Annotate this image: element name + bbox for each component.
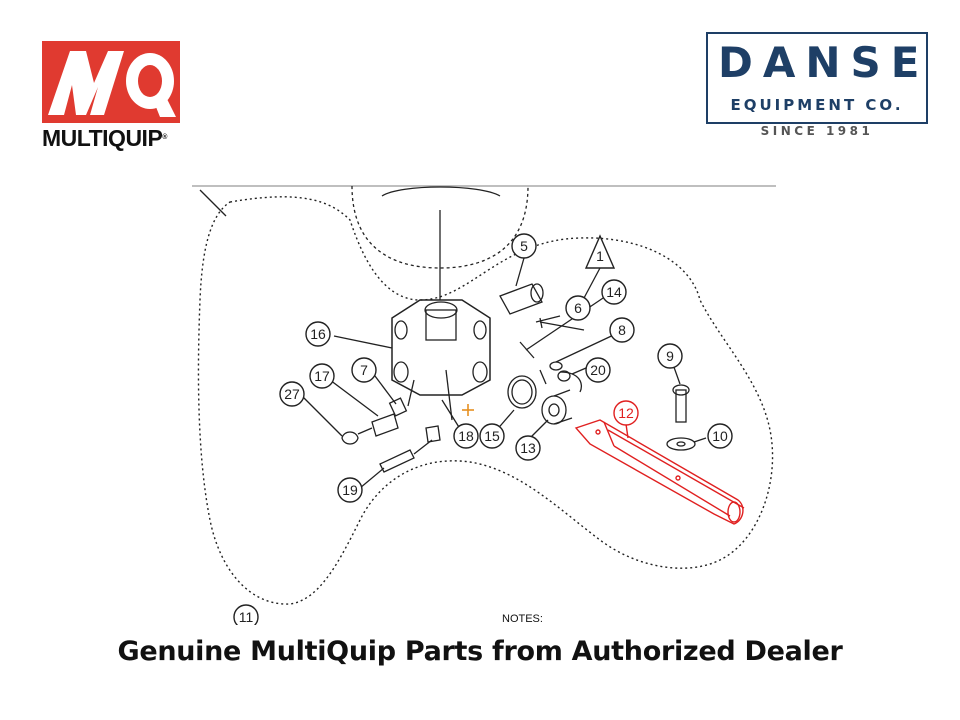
callout-6: 6 — [565, 295, 591, 321]
callout-label: 27 — [284, 386, 300, 402]
callout-16: 16 — [305, 321, 331, 347]
callout-label: 13 — [520, 440, 536, 456]
callout-circle — [351, 357, 377, 383]
callout-circle — [279, 381, 305, 407]
callout-9: 9 — [657, 343, 683, 369]
callout-10: 10 — [707, 423, 733, 449]
callout-circle — [657, 343, 683, 369]
callout-circle — [601, 279, 627, 305]
callout-label: 12 — [618, 405, 634, 421]
callout-8: 8 — [609, 317, 635, 343]
position-marker — [462, 404, 474, 416]
callout-label: 20 — [590, 362, 606, 378]
caption: Genuine MultiQuip Parts from Authorized … — [117, 636, 843, 667]
multiquip-wordmark: MULTIQUIP® — [42, 125, 167, 151]
danse-subtitle: EQUIPMENT CO. — [730, 96, 904, 114]
notes-label: NOTES: — [502, 613, 543, 625]
callout-label: 11 — [239, 609, 254, 625]
callout-1: 1 — [596, 248, 604, 264]
callout-circle — [565, 295, 591, 321]
callout-label: 16 — [310, 326, 326, 342]
danse-logo: DANSE EQUIPMENT CO. SINCE 1981 — [706, 32, 928, 142]
callout-circle — [585, 357, 611, 383]
callout-19: 19 — [337, 477, 363, 503]
callout-1 — [584, 234, 616, 269]
callout-circle — [707, 423, 733, 449]
callout-label: 8 — [618, 322, 626, 338]
callout-label: 14 — [606, 284, 622, 300]
callout-label: 10 — [712, 428, 728, 444]
callout-circle — [305, 321, 331, 347]
callout-20: 20 — [585, 357, 611, 383]
danse-since: SINCE 1981 — [760, 124, 874, 138]
danse-title: DANSE — [718, 38, 930, 87]
callout-15: 15 — [479, 423, 505, 449]
callout-12: 12 — [613, 400, 639, 426]
callout-circle — [453, 423, 479, 449]
callout-11: 11 — [233, 604, 259, 625]
callout-label: 6 — [574, 300, 582, 316]
callout-label: 5 — [520, 238, 528, 254]
callout-circle — [309, 363, 335, 389]
callout-18: 18 — [453, 423, 479, 449]
callout-circle — [479, 423, 505, 449]
callout-circle — [613, 400, 639, 426]
callout-circle — [515, 435, 541, 461]
callout-label: 19 — [342, 482, 358, 498]
callout-27: 27 — [279, 381, 305, 407]
multiquip-logo: MULTIQUIP® — [42, 41, 182, 151]
danse-logo-box: DANSE EQUIPMENT CO. — [706, 32, 928, 124]
callout-circle — [337, 477, 363, 503]
callout-circle — [233, 604, 259, 625]
callout-14: 14 — [601, 279, 627, 305]
callout-13: 13 — [515, 435, 541, 461]
callout-label: 15 — [484, 428, 500, 444]
callout-5: 5 — [511, 233, 537, 259]
callout-circle — [511, 233, 537, 259]
callout-7: 7 — [351, 357, 377, 383]
callout-label: 1 — [596, 248, 604, 264]
callout-label: 18 — [458, 428, 474, 444]
highlighted-shaft — [574, 419, 745, 525]
mq-logo-mark — [42, 41, 180, 123]
callout-label: 9 — [666, 348, 674, 364]
callout-17: 17 — [309, 363, 335, 389]
callout-label: 17 — [314, 368, 330, 384]
callout-circle — [609, 317, 635, 343]
callout-label: 7 — [360, 362, 368, 378]
